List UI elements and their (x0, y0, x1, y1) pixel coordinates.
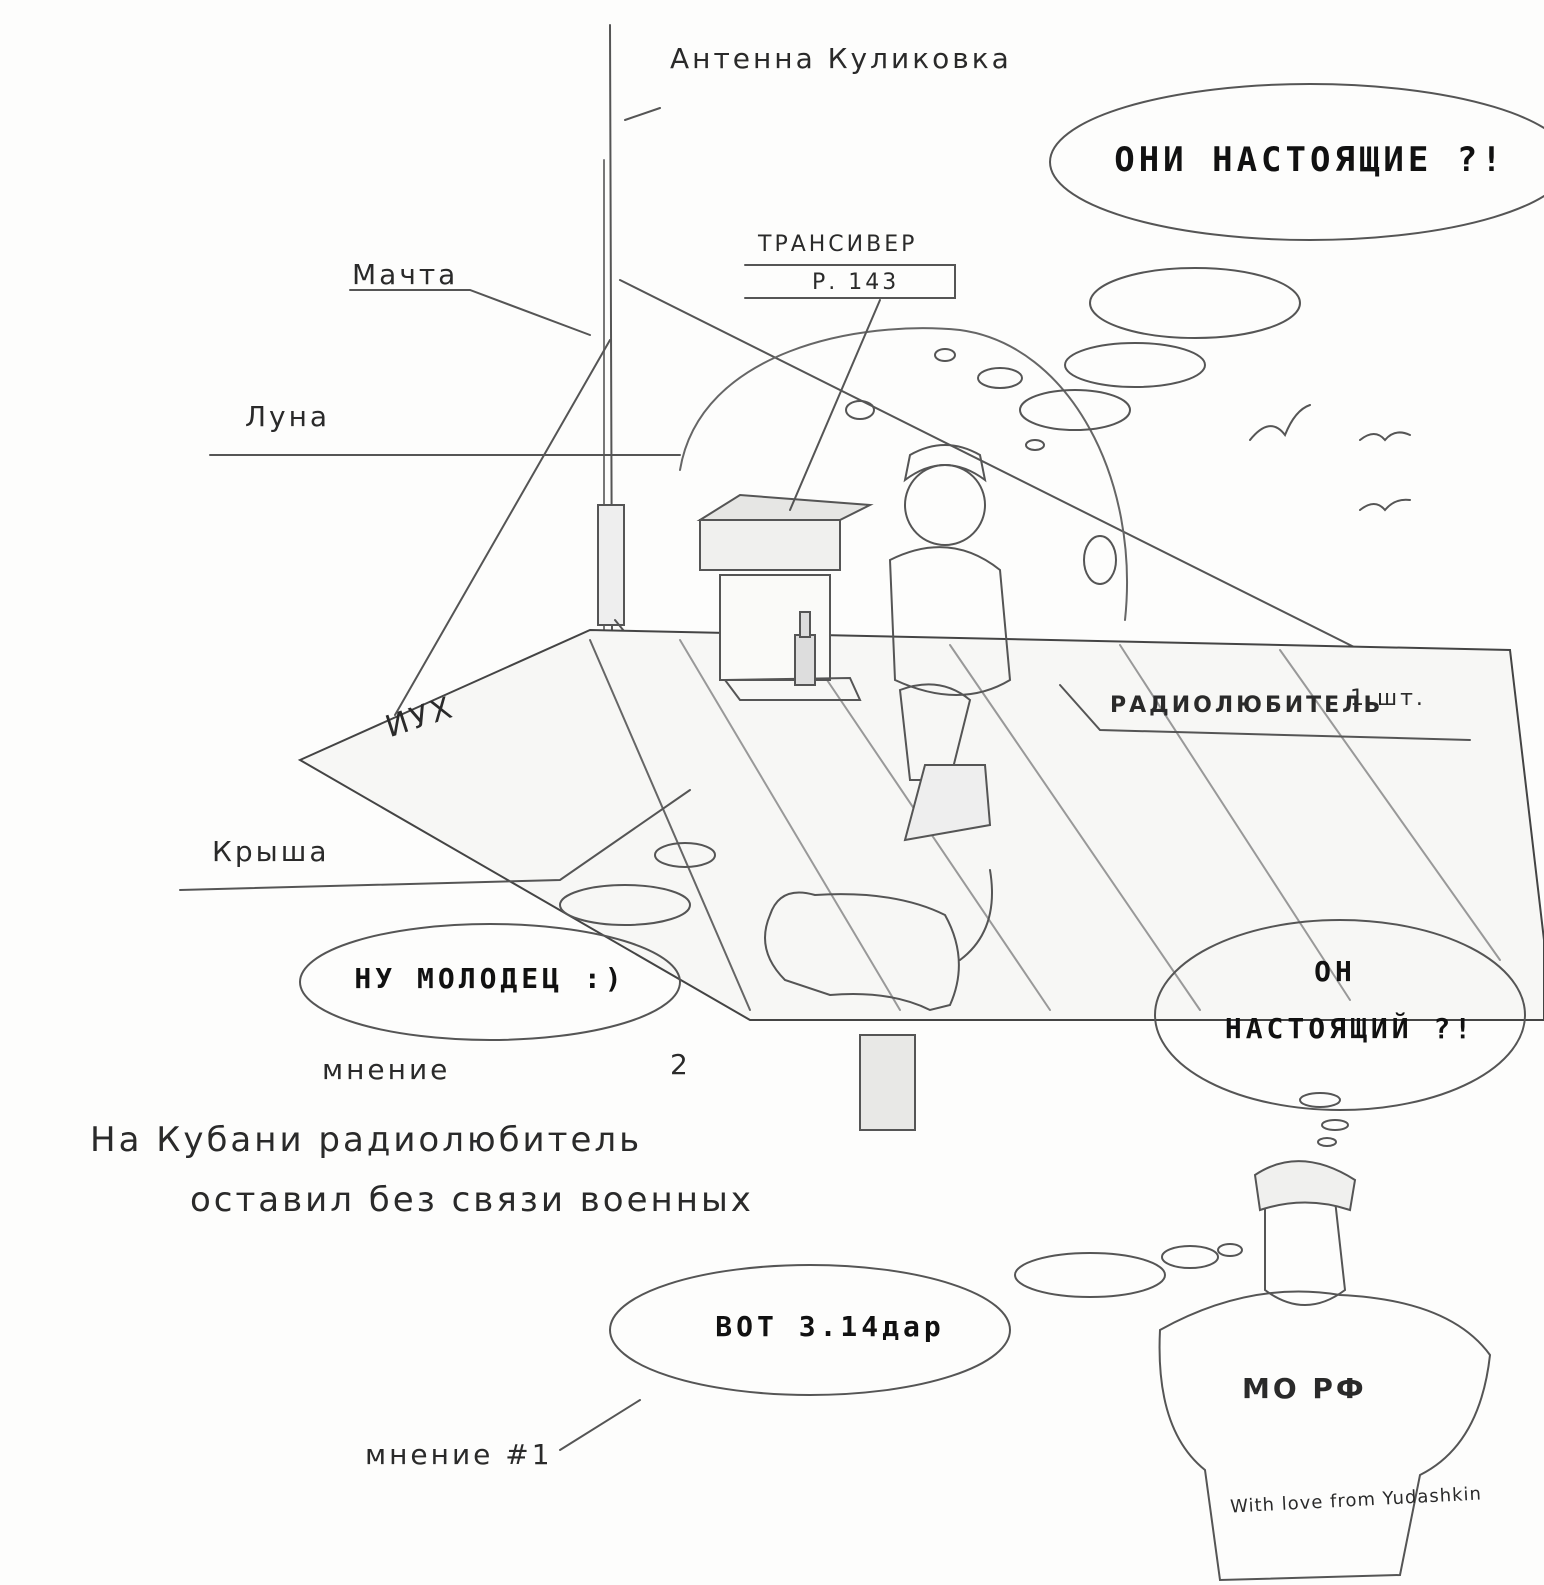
pointer-transceiver (744, 264, 956, 299)
ham-hat (903, 444, 987, 483)
label-opinion-2-num: 2 (670, 1048, 691, 1081)
bubble-3-text-line2: НАСТОЯЩИЙ ?! (1224, 1012, 1476, 1045)
cloud (559, 884, 691, 926)
bird (1249, 404, 1311, 441)
label-moon: Луна (245, 400, 331, 433)
officer-torso (1158, 1290, 1492, 1582)
bubble-1-shape (1049, 83, 1544, 241)
pointer-mast (349, 289, 591, 336)
roof-pipe (859, 1034, 916, 1131)
ham-leg (898, 683, 972, 781)
ham-head (904, 464, 986, 546)
label-ham-count: 1 шт. (1350, 686, 1426, 711)
bubble-2-text: НУ МОЛОДЕЦ :) (354, 962, 626, 995)
bubble-3-text-line1: ОН (1314, 955, 1356, 988)
label-antenna: Антенна Куликовка (670, 42, 1012, 75)
cloud (1019, 389, 1131, 431)
label-opinion-2: мнение (322, 1053, 451, 1086)
bubble-2-shape (299, 923, 681, 1041)
pointer-opinion1 (559, 1399, 641, 1451)
bird (1359, 498, 1411, 512)
officer-cap (1253, 1160, 1357, 1212)
mast-base (597, 504, 625, 626)
bubble-4-shape (609, 1264, 1011, 1396)
bubble-3-shape (1154, 919, 1526, 1111)
label-roof: Крыша (212, 835, 330, 868)
bubble-4-text: ВОТ 3.14дар (715, 1310, 945, 1343)
label-transceiver-model: Р. 143 (812, 270, 900, 295)
cat-tail (959, 869, 993, 961)
cloud (654, 842, 716, 868)
guy-wire (394, 339, 611, 716)
stand (719, 574, 831, 681)
cat (764, 891, 960, 1012)
cloud (1089, 267, 1301, 339)
pointer-ham (1059, 684, 1471, 741)
bottle (794, 634, 816, 686)
bird (1359, 431, 1411, 442)
label-sleeve: МО РФ (1242, 1372, 1367, 1405)
bubble-1-text: ОНИ НАСТОЯЩИЕ ?! (1114, 140, 1506, 180)
guy-wire (619, 279, 1361, 651)
moon (679, 327, 1129, 621)
pointer-roof (179, 789, 691, 891)
ham-body (888, 546, 1012, 696)
cloud (1064, 342, 1206, 388)
label-transceiver: ТРАНСИВЕР (758, 232, 918, 257)
caption-line-1: На Кубани радиолюбитель (90, 1120, 643, 1160)
ham-boot (903, 764, 992, 842)
caption-line-2: оставил без связи военных (190, 1180, 754, 1220)
label-opinion-1: мнение #1 (365, 1438, 553, 1471)
label-ham: РАДИОЛЮБИТЕЛЬ (1110, 693, 1384, 718)
label-mast: Мачта (352, 258, 459, 291)
transceiver (699, 519, 841, 571)
